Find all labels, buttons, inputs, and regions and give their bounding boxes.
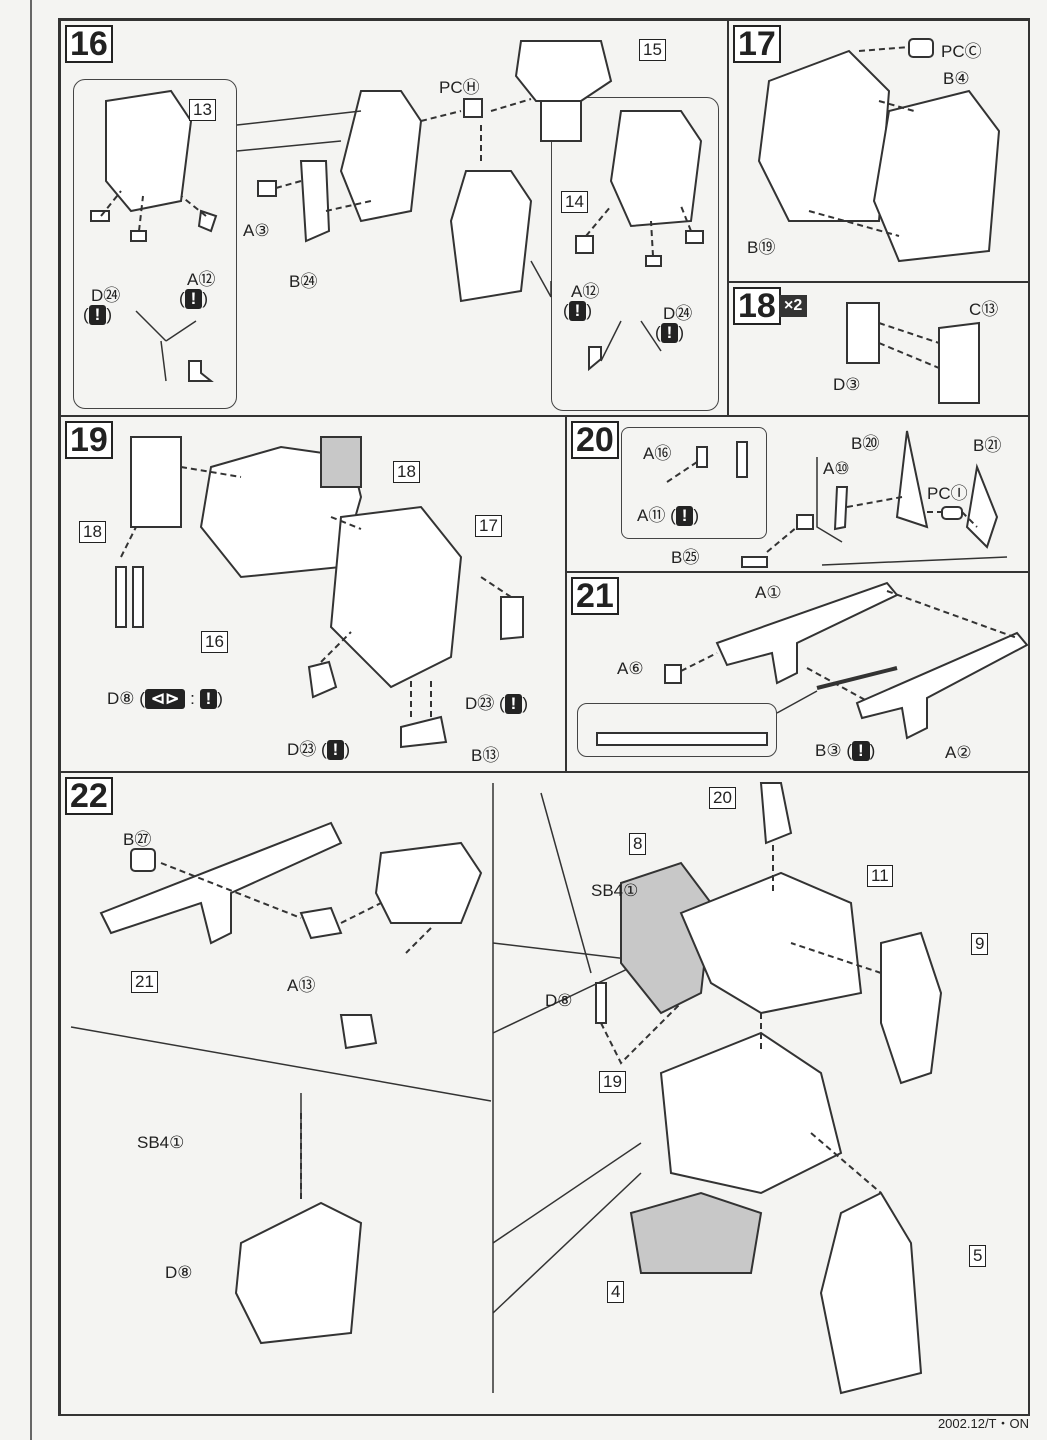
instruction-page: 16 [58,18,1030,1416]
label-d8-top: D⑧ [545,991,573,1010]
part-box-17: 17 [475,515,502,537]
step-17-drawing [757,38,1001,263]
label-d8-bottom: D⑧ [165,1263,193,1282]
warning-a12-right: (!) [563,301,593,321]
step-number: 19 [65,421,113,459]
label-pc-i: PCⒾ [927,484,968,503]
label-a11: A⑪ (!) [637,506,700,526]
label-d24-right: D㉔ [663,304,693,323]
label-b3: B③ (!) [815,741,876,761]
label-d23-right: D㉓ (!) [465,694,529,714]
label-b13: B⑬ [471,746,500,765]
print-code: 2002.12/T・ON [937,1416,1029,1431]
label-d8: D⑧ (⊲⊳ : !) [107,689,223,709]
label-b24: B㉔ [289,272,318,291]
quantity-badge: ×2 [779,295,808,317]
step-20-drawing [666,430,1008,568]
label-sb4-top: SB4① [591,881,639,900]
part-box-4: 4 [607,1281,625,1303]
label-a2: A② [945,743,972,762]
step-19-drawing [115,436,524,749]
part-box-20: 20 [709,787,736,809]
part-box-13: 13 [189,99,216,121]
detail-inset-right [551,97,719,411]
label-d23-left: D㉓ (!) [287,740,351,760]
part-box-18a: 18 [393,461,420,483]
label-d3: D③ [833,375,861,394]
step-number: 20 [571,421,619,459]
label-a3: A③ [243,221,270,240]
part-box-18b: 18 [79,521,106,543]
part-box-11: 11 [867,865,893,887]
warning-a12-left: (!) [179,289,209,309]
label-a6: A⑥ [617,659,644,678]
step-number: 16 [65,25,113,63]
left-page-edge [0,0,32,1440]
step-16-panel: 16 [60,20,728,416]
step-number: 22 [65,777,113,815]
label-b25: B㉕ [671,548,700,567]
label-a10: A⑩ [823,459,850,478]
part-box-16: 16 [201,631,228,653]
label-b21: B㉑ [973,436,1002,455]
warning-d24-left: (!) [83,305,113,325]
label-b19: B⑲ [747,238,776,257]
detail-inset [621,427,767,539]
label-b4: B④ [943,69,970,88]
step-20-panel: 20 A⑯ A⑪ (!) B㉕ B⑳ B㉑ A⑩ PCⒾ [566,416,1030,572]
step-22-drawing [70,782,943,1395]
step-21-panel: 21 A① A⑥ B③ (!) A② [566,572,1030,772]
step-18-panel: 18 ×2 C⑬ D③ [728,282,1030,416]
part-box-9: 9 [971,933,989,955]
warning-d24-right: (!) [655,323,685,343]
label-pc-h: PCⒽ [439,78,480,97]
label-c13: C⑬ [969,300,999,319]
step-19-panel: 19 18 18 16 17 D⑧ (⊲⊳ : !) D㉓ (!) D㉓ (!) [60,416,566,772]
part-box-21: 21 [131,971,158,993]
part-box-14: 14 [561,191,588,213]
part-box-19: 19 [599,1071,626,1093]
detail-inset-left [73,79,237,409]
part-box-5: 5 [969,1245,987,1267]
label-a16: A⑯ [643,444,672,463]
label-a12-left: A⑫ [187,270,216,289]
step-22-panel: 22 [60,772,1030,1416]
step-21-drawing [596,581,1029,746]
step-number: 17 [733,25,781,63]
step-18-drawing [846,302,980,404]
label-b20: B⑳ [851,434,880,453]
label-b27: B㉗ [123,830,152,849]
label-pc-c: PCⒸ [941,42,982,61]
part-box-15: 15 [639,39,666,61]
detail-inset [577,703,777,757]
step-number: 21 [571,577,619,615]
label-a12-right: A⑫ [571,282,600,301]
label-a13: A⑬ [287,976,316,995]
step-16-drawing [90,40,704,382]
label-d24-left: D㉔ [91,286,121,305]
label-a1: A① [755,583,782,602]
label-sb4-bottom: SB4① [137,1133,185,1152]
part-box-8: 8 [629,833,647,855]
step-17-panel: 17 PCⒸ B④ B⑲ [728,20,1030,282]
